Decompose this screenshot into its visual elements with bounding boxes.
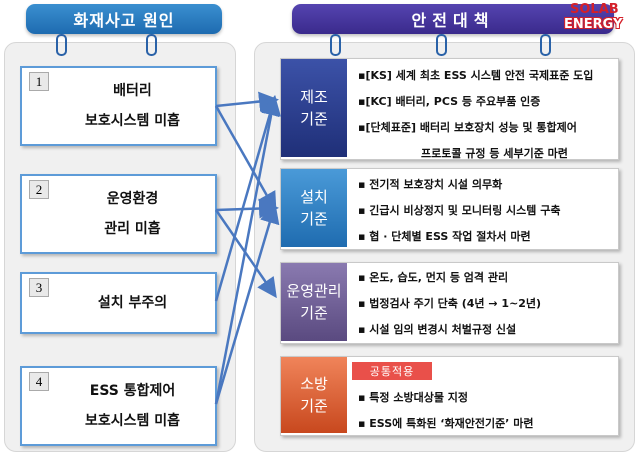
right-header: 안전대책 bbox=[292, 4, 614, 34]
cause-text: 설치 부주의 bbox=[97, 295, 168, 311]
measure-item: ▪ 온도, 습도, 먼지 등 엄격 관리 bbox=[358, 271, 509, 284]
cause-text: 관리 미흡 bbox=[104, 221, 161, 237]
connector-arrow bbox=[214, 105, 277, 213]
measure-item: ▪ 법정검사 주기 단축 (4년 → 1~2년) bbox=[358, 297, 542, 310]
measure-label-text: 운영관리 bbox=[286, 282, 342, 300]
measure-items-firefighting: ▪ 특정 소방대상물 지정 ▪ ESS에 특화된 ‘화재안전기준’ 마련 bbox=[358, 384, 533, 436]
clip-icon bbox=[330, 34, 341, 56]
connector-arrow bbox=[214, 95, 280, 302]
measure-item: ▪[단체표준] 배터리 보호장치 성능 및 통합제어 bbox=[358, 121, 577, 134]
connector-arrow bbox=[215, 91, 279, 112]
cause-text: 운영환경 bbox=[106, 191, 159, 207]
measure-item: ▪ ESS에 특화된 ‘화재안전기준’ 마련 bbox=[358, 417, 534, 430]
cause-number: 4 bbox=[29, 372, 49, 391]
clip-icon bbox=[146, 34, 157, 56]
common-apply-badge: 공통적용 bbox=[352, 362, 432, 380]
logo: SOLAB ENERGY bbox=[562, 2, 634, 36]
measure-label-text: 설치 bbox=[300, 188, 328, 206]
measure-item: 프로토콜 규정 등 세부기준 마련 bbox=[421, 147, 568, 160]
cause-text: 배터리 bbox=[113, 83, 152, 99]
measure-label-text: 제조 bbox=[300, 88, 328, 106]
cause-text: ESS 통합제어 bbox=[89, 383, 176, 399]
measure-label-text: 기준 bbox=[300, 397, 328, 415]
cause-number: 3 bbox=[29, 278, 49, 297]
left-header: 화재사고 원인 bbox=[26, 4, 222, 34]
cause-text: 보호시스템 미흡 bbox=[84, 413, 181, 429]
connector-arrow bbox=[214, 203, 280, 405]
cause-text: 보호시스템 미흡 bbox=[84, 113, 181, 129]
connector-arrow bbox=[214, 95, 282, 405]
clip-icon bbox=[540, 34, 551, 56]
measure-label-text: 기준 bbox=[300, 210, 328, 228]
connector-arrow bbox=[215, 198, 279, 219]
measure-label-text: 소방 bbox=[300, 375, 328, 393]
measure-item: ▪[KS] 세계 최초 ESS 시스템 안전 국제표준 도입 bbox=[358, 69, 594, 82]
measure-items-install: ▪ 전기적 보호장치 시설 의무화 ▪ 긴급시 비상정지 및 모니터링 시스템 … bbox=[358, 171, 560, 249]
right-header-text: 안전대책 bbox=[411, 11, 495, 30]
clip-icon bbox=[56, 34, 67, 56]
clip-icon bbox=[436, 34, 447, 56]
measure-item: ▪ 전기적 보호장치 시설 의무화 bbox=[358, 178, 503, 191]
measure-label-text: 기준 bbox=[300, 110, 328, 128]
logo-line1: SOLAB bbox=[570, 2, 619, 17]
measure-items-operation: ▪ 온도, 습도, 먼지 등 엄격 관리 ▪ 법정검사 주기 단축 (4년 → … bbox=[358, 264, 541, 342]
measure-item: ▪ 긴급시 비상정지 및 모니터링 시스템 구축 bbox=[358, 204, 561, 217]
cause-number: 2 bbox=[29, 180, 49, 199]
measure-label-text: 기준 bbox=[300, 304, 328, 322]
left-header-text: 화재사고 원인 bbox=[73, 11, 175, 30]
logo-line2: ENERGY bbox=[564, 17, 623, 32]
measure-item: ▪ 특정 소방대상물 지정 bbox=[358, 391, 469, 404]
cause-number: 1 bbox=[29, 72, 49, 91]
measure-item: ▪ 시설 임의 변경시 처벌규정 신설 bbox=[358, 323, 517, 336]
measure-item: ▪[KC] 배터리, PCS 등 주요부품 인증 bbox=[358, 95, 541, 108]
cause-box-3: 3 설치 부주의 bbox=[20, 272, 217, 334]
measure-item: ▪ 협 · 단체별 ESS 작업 절차서 마련 bbox=[358, 230, 531, 243]
measure-items-manufacture: ▪[KS] 세계 최초 ESS 시스템 안전 국제표준 도입 ▪[KC] 배터리… bbox=[358, 62, 593, 166]
